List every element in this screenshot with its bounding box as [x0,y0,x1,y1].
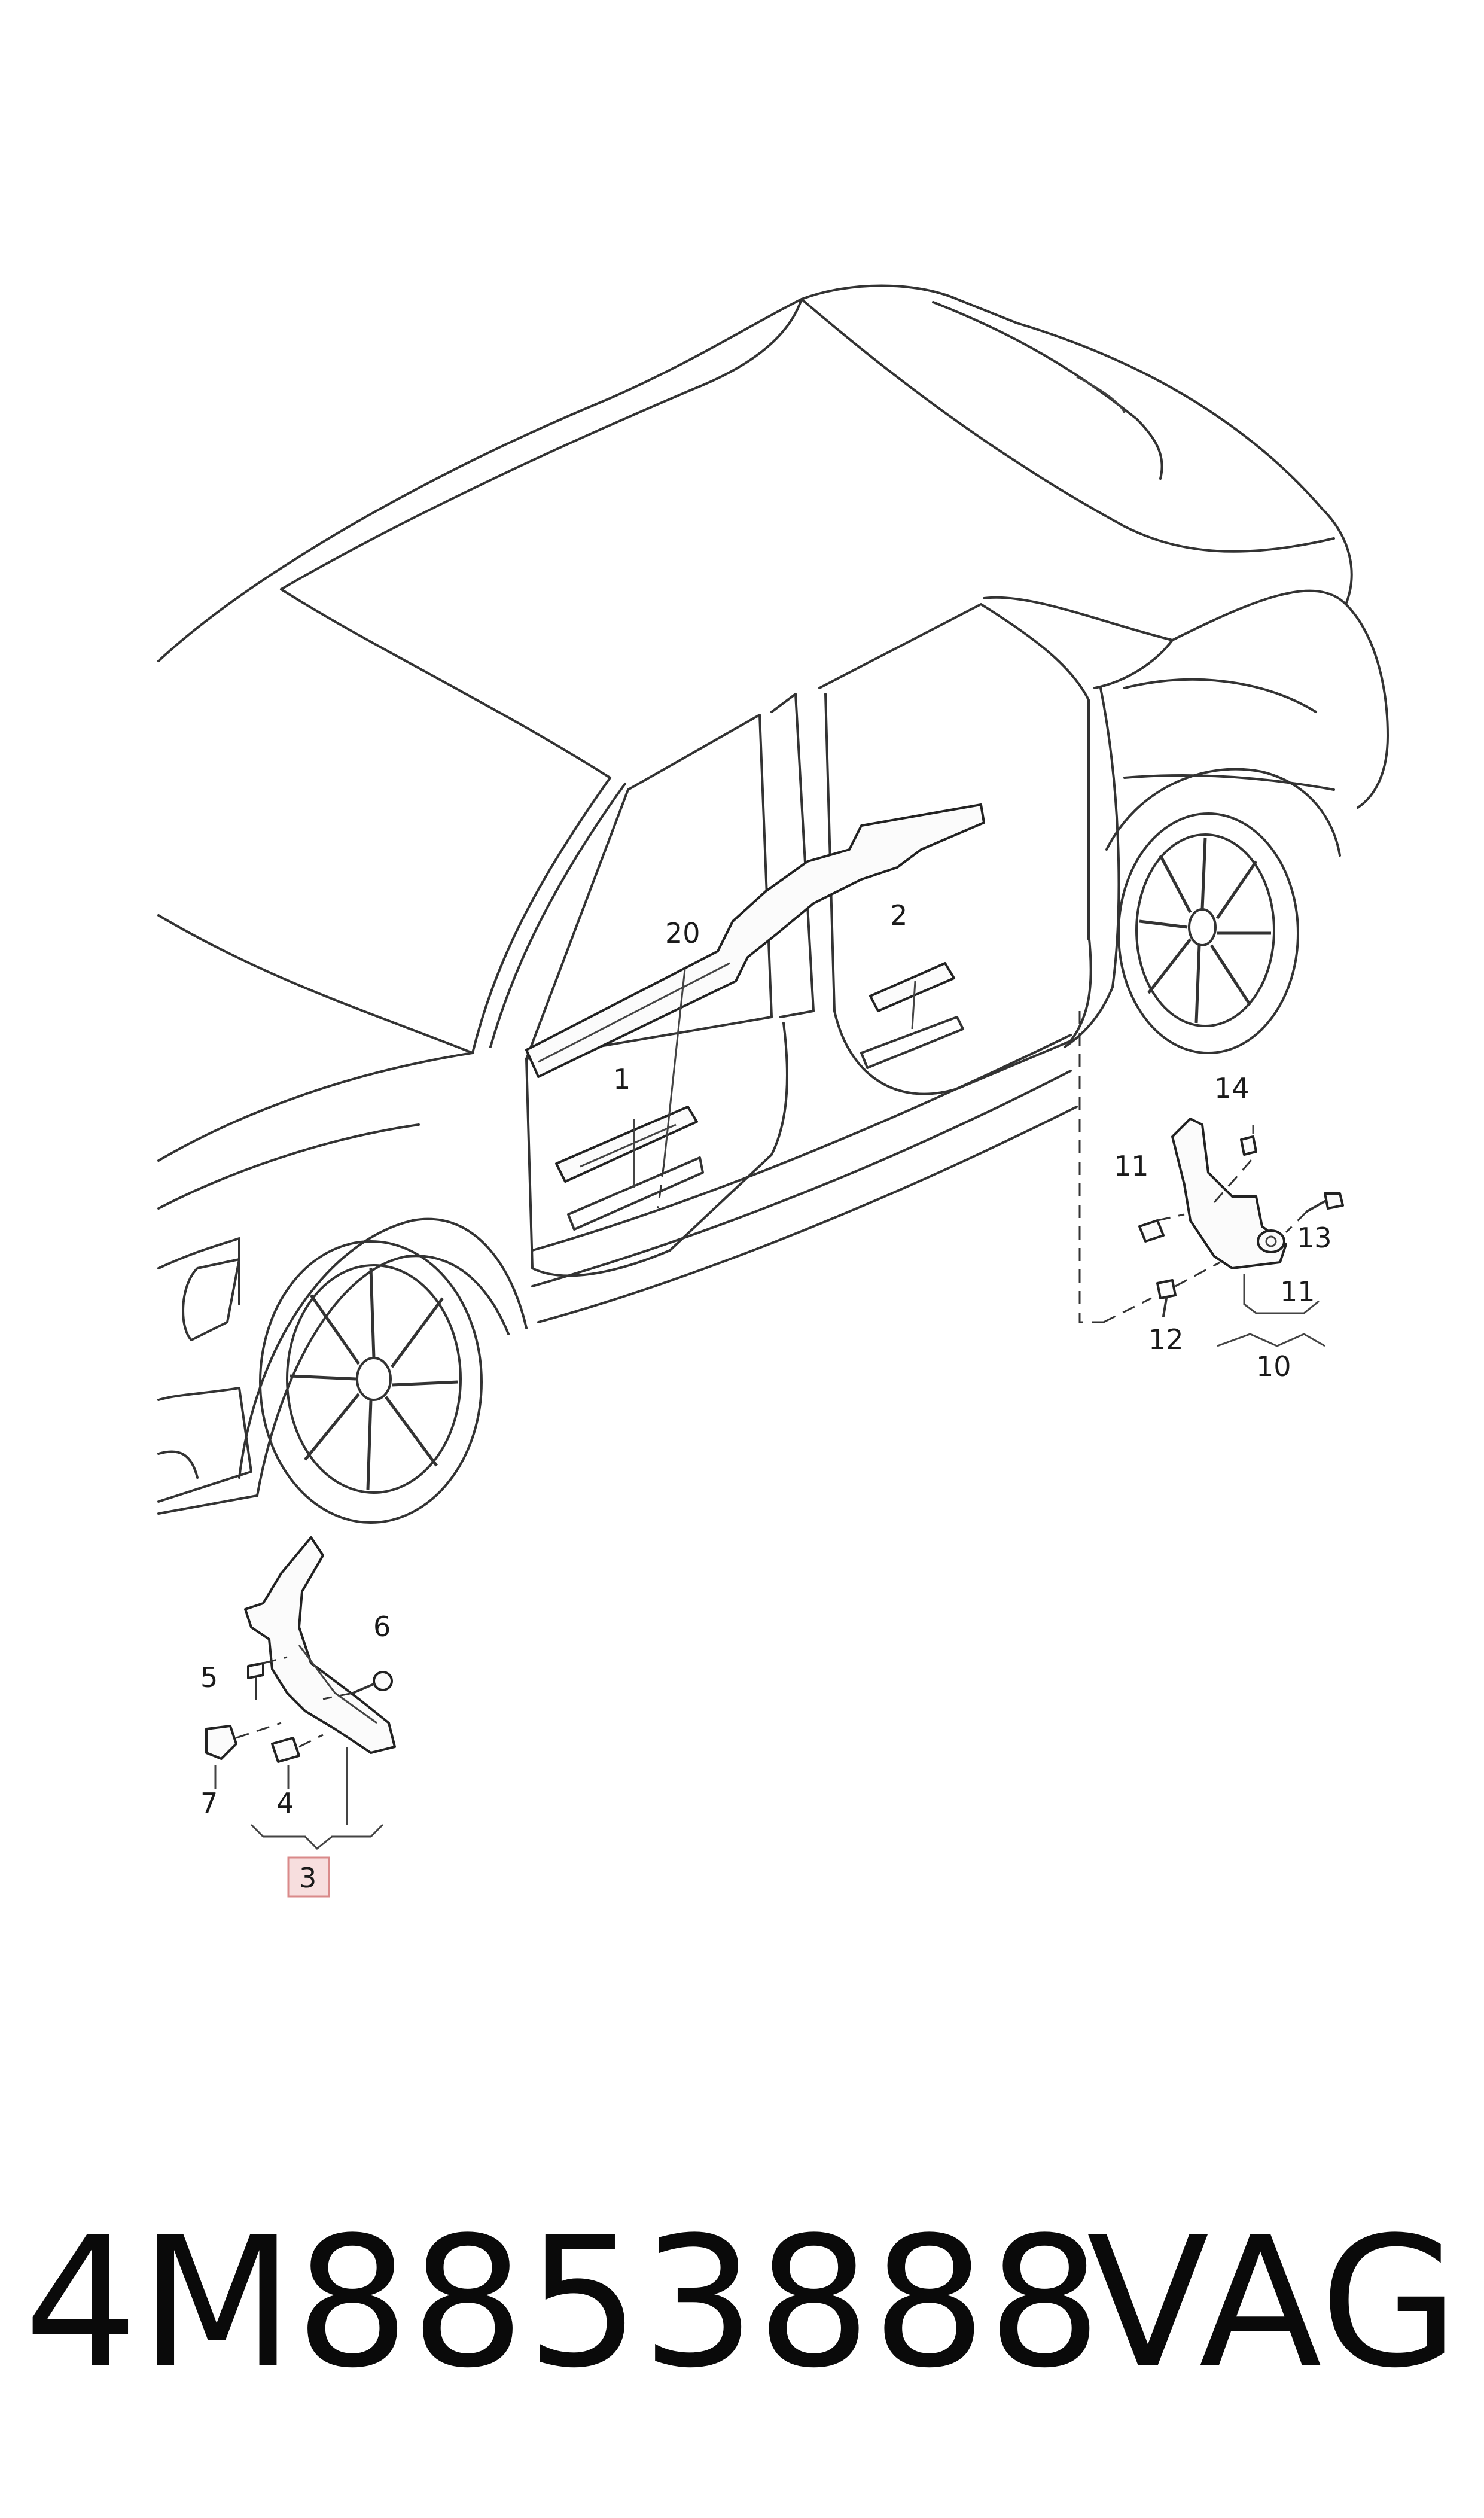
part-2-rear-sill-plate [860,962,964,1069]
callout-5: 5 [200,1661,218,1694]
callout-10: 10 [1256,1350,1291,1383]
callout-12: 12 [1148,1323,1184,1356]
part-number: 4M8853888 [24,2199,1103,2407]
vehicle-outline [157,284,1389,1515]
callout-labels: 20 2 1 14 11 13 12 11 10 6 5 7 4 3 [200,899,1332,1898]
callout-3-highlight [287,1856,330,1898]
callout-7: 7 [200,1787,218,1819]
leader-dashed [1078,1011,1104,1323]
rear-wheel [1117,812,1299,1054]
bracket-assembly [1138,1118,1344,1347]
callout-6: 6 [373,1610,391,1643]
part-1-front-sill-plate [555,1106,704,1231]
callout-20: 20 [665,917,700,949]
callout-3: 3 [299,1862,316,1894]
callout-2: 2 [890,899,907,931]
part-3-pillar-trim [205,1536,396,1850]
callout-13: 13 [1297,1222,1332,1254]
front-wheel [259,1240,483,1524]
part-20-sill-trim [525,803,985,1078]
callout-11-top: 11 [1114,1150,1149,1182]
callout-4: 4 [276,1787,294,1819]
callout-11-bottom: 11 [1280,1275,1315,1308]
callout-14: 14 [1214,1072,1250,1104]
callout-1: 1 [613,1063,630,1095]
brand-label: VAG [1086,2199,1460,2407]
